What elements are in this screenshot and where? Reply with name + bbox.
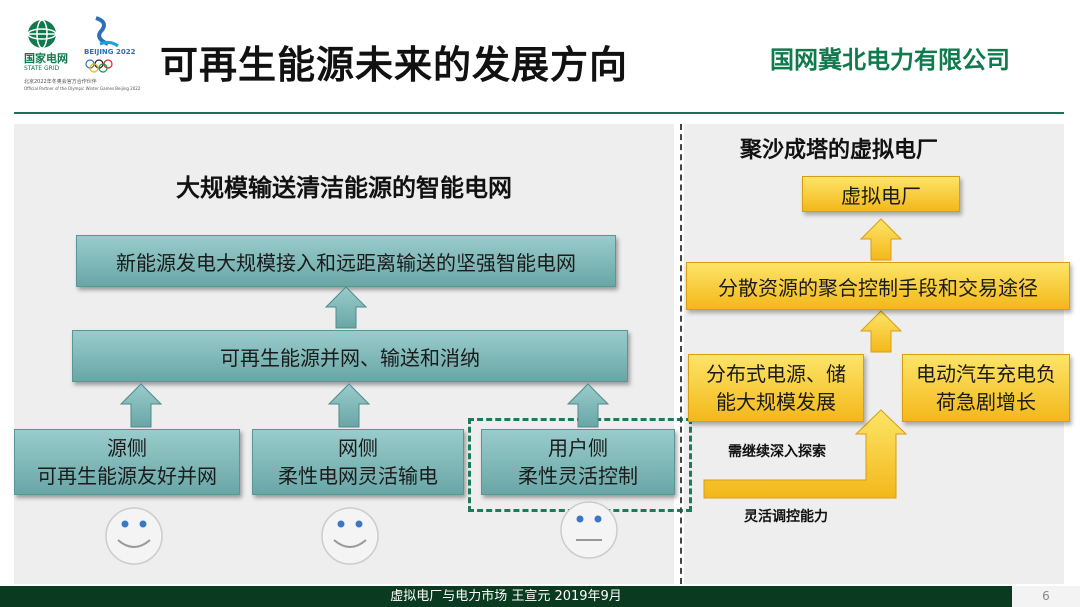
arrow-up-icon xyxy=(324,286,368,329)
arrow-up-icon xyxy=(859,218,903,261)
company-name: 国网冀北电力有限公司 xyxy=(770,46,1010,74)
header-divider xyxy=(14,112,1064,114)
arrow-up-icon xyxy=(327,383,371,428)
flexible-control-label: 灵活调控能力 xyxy=(744,509,828,525)
page-number: 6 xyxy=(1012,586,1080,607)
arrow-up-icon xyxy=(119,383,163,428)
footer-text: 虚拟电厂与电力市场 王宣元 2019年9月 xyxy=(390,589,622,604)
aggregation-control-box: 分散资源的聚合控制手段和交易途径 xyxy=(686,262,1070,310)
user-side-desc: 柔性灵活控制 xyxy=(518,464,638,488)
distributed-energy-box: 分布式电源、储 能大规模发展 xyxy=(688,354,864,422)
grid-side-desc: 柔性电网灵活输电 xyxy=(278,464,438,488)
ev-charging-line2: 荷急剧增长 xyxy=(936,390,1036,414)
bent-arrow-icon xyxy=(703,409,908,499)
user-side-title: 用户侧 xyxy=(548,436,608,460)
source-side-title: 源侧 xyxy=(107,436,147,460)
renewable-integration-box: 可再生能源并网、输送和消纳 xyxy=(72,330,628,382)
grid-side-box: 网侧 柔性电网灵活输电 xyxy=(252,429,464,495)
partner-line-cn: 北京2022年冬奥会官方合作伙伴 xyxy=(24,79,97,85)
beijing-2022-text: BEIJING 2022 xyxy=(84,48,136,56)
smart-grid-box: 新能源发电大规模接入和远距离输送的坚强智能电网 xyxy=(76,235,616,287)
neutral-face-icon xyxy=(560,501,618,559)
panel-divider xyxy=(680,124,682,584)
logo-area: 国家电网 STATE GRID BEIJING 2022 北京2022年冬奥会官… xyxy=(22,14,142,104)
arrow-up-icon xyxy=(859,310,903,353)
right-subtitle: 聚沙成塔的虚拟电厂 xyxy=(740,138,939,163)
page-title: 可再生能源未来的发展方向 xyxy=(160,43,629,87)
smiley-face-icon xyxy=(321,507,379,565)
explore-label: 需继续深入探索 xyxy=(728,444,826,460)
distributed-energy-line1: 分布式电源、储 xyxy=(706,362,846,386)
partner-line-en: Official Partner of the Olympic Winter G… xyxy=(24,86,141,91)
sgcc-logo-icon xyxy=(27,16,119,73)
sgcc-name-cn: 国家电网 xyxy=(24,52,68,65)
sgcc-name-en: STATE GRID xyxy=(24,65,60,72)
virtual-power-plant-box: 虚拟电厂 xyxy=(802,176,960,212)
source-side-desc: 可再生能源友好并网 xyxy=(37,464,217,488)
user-side-box: 用户侧 柔性灵活控制 xyxy=(481,429,675,495)
arrow-up-icon xyxy=(566,383,610,428)
left-subtitle: 大规模输送清洁能源的智能电网 xyxy=(176,174,512,202)
distributed-energy-line2: 能大规模发展 xyxy=(716,390,836,414)
footer-bar xyxy=(0,586,1012,607)
ev-charging-box: 电动汽车充电负 荷急剧增长 xyxy=(902,354,1070,422)
source-side-box: 源侧 可再生能源友好并网 xyxy=(14,429,240,495)
smiley-face-icon xyxy=(105,507,163,565)
grid-side-title: 网侧 xyxy=(338,436,378,460)
ev-charging-line1: 电动汽车充电负 xyxy=(916,362,1056,386)
